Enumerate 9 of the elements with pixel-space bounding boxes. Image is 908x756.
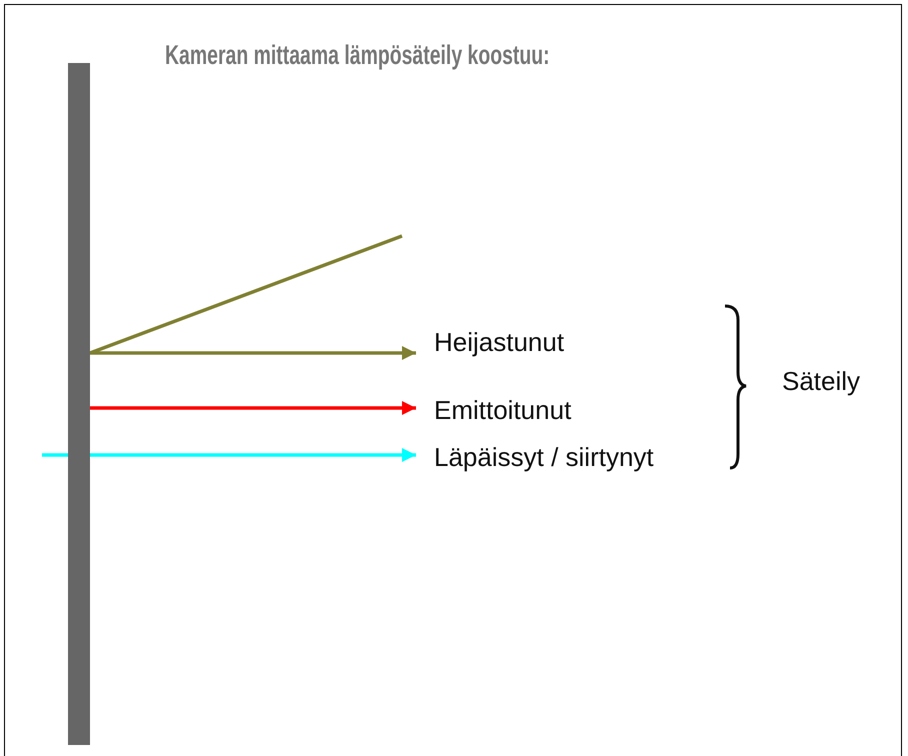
arrow xyxy=(90,401,416,415)
arrow xyxy=(90,346,416,360)
title: Kameran mittaama lämpösäteily koostuu: xyxy=(165,40,550,71)
arrow xyxy=(42,448,416,462)
radiation-label: Heijastunut xyxy=(434,327,564,357)
wall-bar xyxy=(68,63,90,745)
radiation-label: Läpäissyt / siirtynyt xyxy=(434,442,654,472)
radiation-label: Emittoitunut xyxy=(434,395,572,425)
group-label: Säteily xyxy=(782,366,860,397)
